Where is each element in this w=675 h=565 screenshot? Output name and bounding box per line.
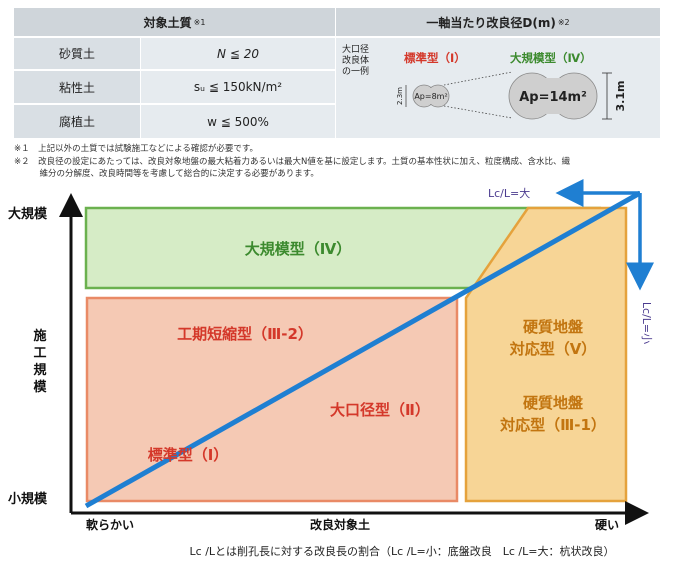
example-label-2: 改良体: [342, 54, 369, 66]
example-label-3: の一例: [342, 65, 369, 77]
header-soil-text: 対象土質: [143, 15, 192, 30]
small-dim-label: 2.3m: [396, 87, 404, 105]
soil-table: 対象土質 ※1 一軸当たり改良径D(m) ※2 砂質土 N ≦ 20 粘性土 s…: [14, 8, 660, 138]
condition-clay: sᵤ ≦ 150kN/m²: [141, 71, 335, 104]
large-column-shape: [508, 72, 598, 120]
label-large-scale: 大規模型（Ⅳ）: [245, 240, 351, 258]
note-3: 維分の分解度、改良時間等を考慮して総合的に決定する必要があります。: [14, 169, 319, 179]
standard-type-label: 標準型（Ⅰ）: [404, 51, 466, 65]
soil-clay: 粘性土: [14, 71, 140, 104]
y-axis-top-label: 大規模: [8, 206, 48, 222]
diameter-example-panel: [336, 38, 660, 138]
label-short-period: 工期短縮型（Ⅲ-2）: [177, 325, 313, 343]
lc-ratio-diagonal: [84, 190, 642, 509]
x-axis-right-label: 硬い: [595, 518, 619, 532]
lc-ratio-caption: Lc /Lとは削孔長に対する改良長の割合（Lc /L=小：底盤改良 Lc /L=…: [190, 544, 615, 558]
y-axis-bottom-label: 小規模: [8, 491, 48, 507]
y-axis-mid-char: 施: [33, 328, 46, 344]
y-axis-mid-char: 模: [33, 379, 47, 395]
lc-small-label: Lc/L=小: [640, 302, 653, 344]
label-hard5-line2: 対応型（Ⅴ）: [509, 340, 597, 358]
header-diameter-note: ※2: [557, 17, 570, 27]
y-axis-mid-label: 施工規模: [33, 328, 47, 395]
header-diameter-text: 一軸当たり改良径D(m): [426, 15, 556, 30]
y-axis-mid-char: 規: [33, 363, 46, 378]
label-big-diameter: 大口径型（Ⅱ）: [330, 401, 430, 419]
large-area-label: Ap=14m²: [519, 90, 587, 105]
lc-big-label: Lc/L=大: [488, 186, 530, 200]
note-1: ※１ 上記以外の土質では試験施工などによる確認が必要です。: [14, 144, 259, 154]
label-hard31-line1: 硬質地盤: [523, 394, 584, 412]
large-type-label: 大規模型（Ⅳ）: [510, 51, 592, 65]
table-header-soil: 対象土質 ※1: [14, 8, 336, 36]
connector-top: [443, 71, 513, 86]
note-2: ※２ 改良径の設定にあたっては、改良対象地盤の最大粘着力あるいは最大N値を基に設…: [14, 157, 571, 167]
soil-sandy: 砂質土: [14, 38, 140, 70]
condition-humus: w ≦ 500%: [141, 105, 335, 138]
label-hard5-line1: 硬質地盤: [523, 318, 584, 336]
label-standard: 標準型（Ⅰ）: [148, 446, 229, 464]
label-hard31-line2: 対応型（Ⅲ-1）: [499, 416, 606, 434]
region-hard-ground: [464, 206, 628, 503]
header-soil-note: ※1: [193, 17, 206, 27]
x-axis-left-label: 軟らかい: [86, 517, 134, 532]
soil-humus: 腐植土: [14, 105, 140, 138]
large-dim-label: 3.1m: [614, 81, 627, 112]
connector-bottom: [443, 105, 513, 119]
table-header-diameter: 一軸当たり改良径D(m) ※2: [336, 8, 660, 36]
condition-sandy: N ≦ 20: [141, 38, 335, 70]
y-axis-mid-char: 工: [33, 346, 46, 361]
small-area-label: Ap=8m²: [414, 92, 447, 101]
x-axis-mid-label: 改良対象土: [310, 517, 370, 532]
example-label-1: 大口径: [342, 43, 369, 55]
small-column-shape: [412, 84, 450, 108]
